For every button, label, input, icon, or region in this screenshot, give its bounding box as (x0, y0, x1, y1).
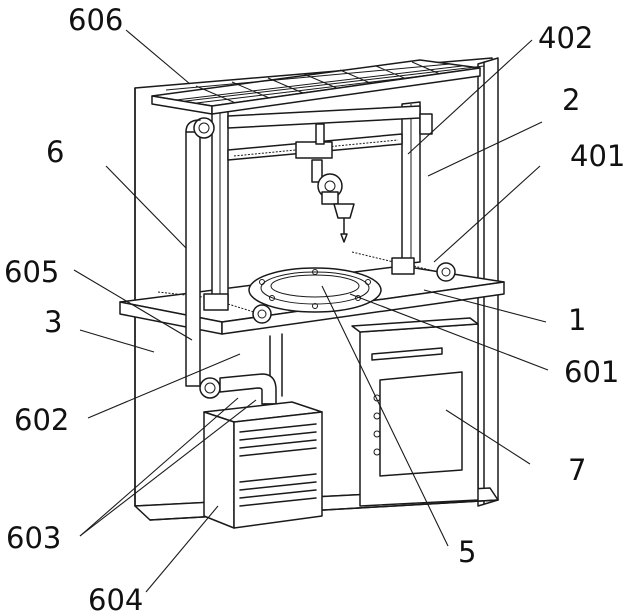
label-401: 401 (570, 139, 625, 173)
label-5: 5 (458, 535, 476, 569)
reference-labels: 606 402 2 6 401 605 3 1 601 602 7 603 5 … (4, 3, 625, 616)
label-402: 402 (538, 21, 593, 55)
top-grille-606 (151, 59, 485, 115)
label-605: 605 (4, 255, 59, 289)
label-3: 3 (44, 305, 62, 339)
label-603: 603 (6, 521, 61, 555)
laser-head (295, 123, 355, 243)
label-601: 601 (564, 355, 619, 389)
label-606: 606 (68, 3, 123, 37)
label-604: 604 (88, 583, 143, 616)
label-1: 1 (568, 303, 586, 337)
exhaust-pipe-6 (185, 117, 281, 413)
label-602: 602 (14, 403, 69, 437)
side-cabinet-7 (351, 317, 479, 507)
leader-lines (73, 29, 549, 593)
fan-box-604 (203, 401, 323, 529)
lower-screw-rods (157, 251, 456, 324)
label-6: 6 (46, 135, 64, 169)
label-2: 2 (562, 83, 580, 117)
label-7: 7 (568, 453, 586, 487)
turntable-5 (248, 267, 382, 313)
